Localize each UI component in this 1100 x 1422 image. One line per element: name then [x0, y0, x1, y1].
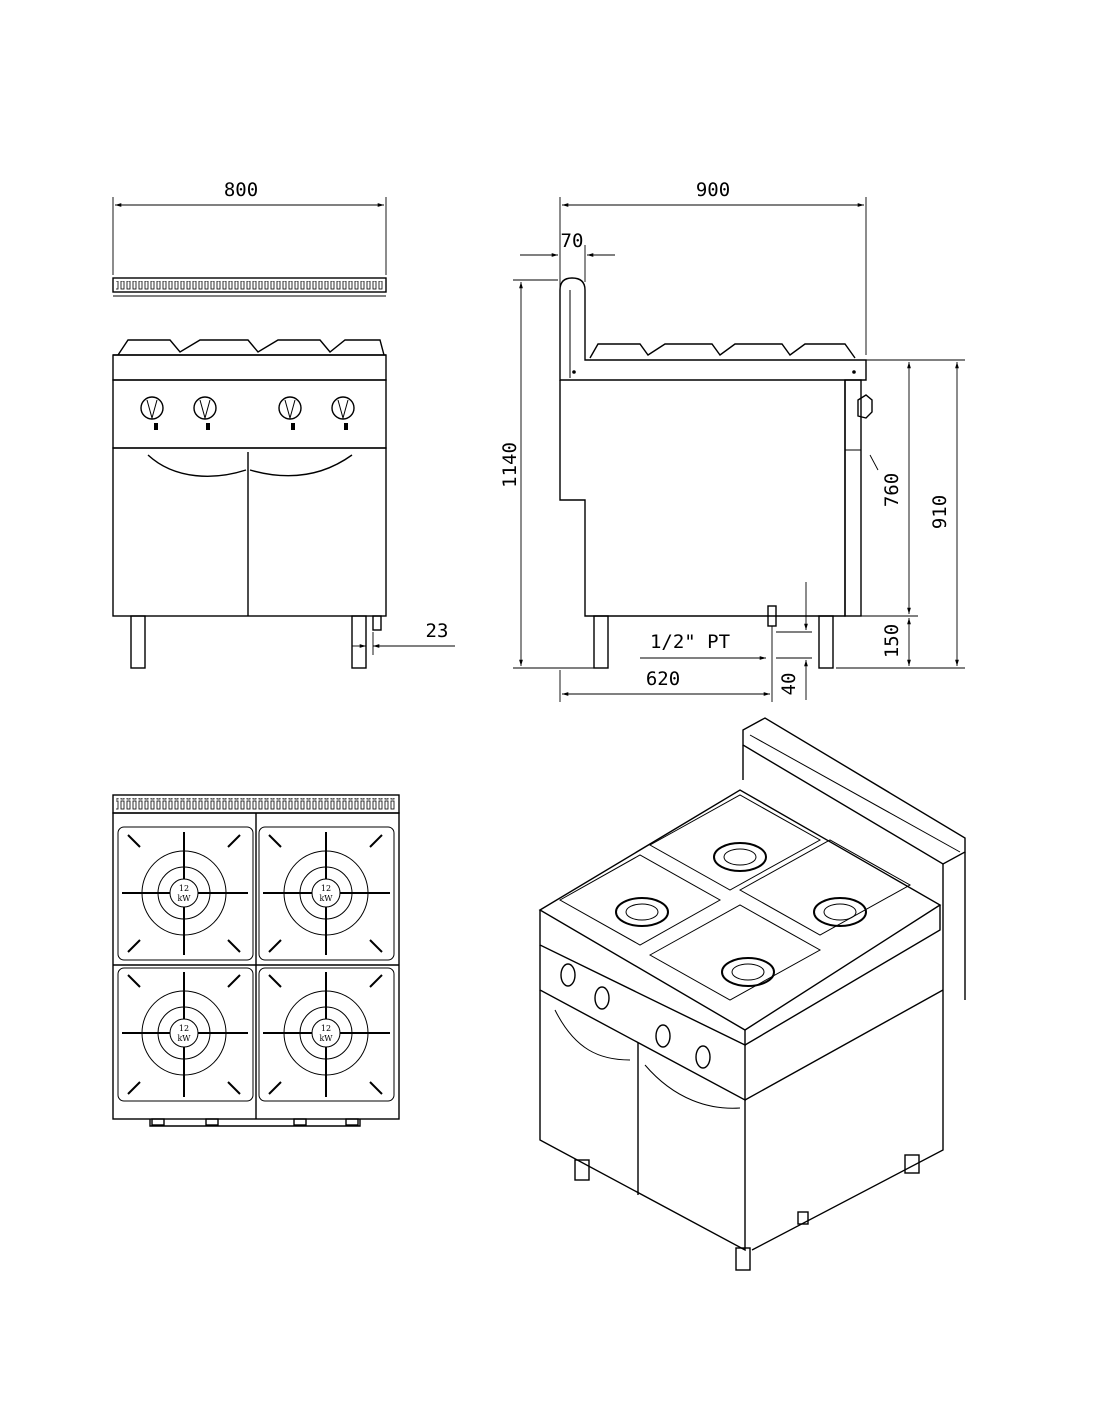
burner-top-right — [263, 832, 390, 955]
burner-power-value-4: 12 — [321, 1024, 331, 1033]
top-view: 12 kW 12 kW 12 kW 12 kW — [112, 794, 400, 1127]
front-knobs — [140, 396, 355, 430]
burner-power-value-3: 12 — [179, 1024, 189, 1033]
burner-power-unit-2: kW — [319, 894, 333, 903]
front-view: 800 — [112, 179, 455, 669]
gas-inlet-label: 1/2" PT — [650, 631, 730, 653]
gas-height-dimension: 760 — [881, 473, 903, 507]
side-view: 900 70 1140 910 760 — [499, 179, 965, 702]
burner-power-unit-4: kW — [319, 1034, 333, 1043]
backsplash-dimension: 70 — [561, 230, 584, 252]
burner-power-value-2: 12 — [321, 884, 331, 893]
side-depth-dimension: 900 — [696, 179, 730, 201]
burner-power-value-1: 12 — [179, 884, 189, 893]
isometric-view — [538, 717, 966, 1271]
gas-offset-dimension: 40 — [778, 673, 800, 696]
burner-bottom-left — [122, 972, 248, 1097]
burner-top-left — [122, 832, 248, 955]
front-width-dimension: 800 — [224, 179, 258, 201]
gas-depth-dimension: 620 — [646, 668, 680, 690]
burner-bottom-right — [263, 972, 390, 1097]
burner-power-unit-1: kW — [177, 894, 191, 903]
worktop-height-dimension: 910 — [929, 495, 951, 529]
total-height-dimension: 1140 — [499, 442, 521, 488]
foot-dimension: 23 — [426, 620, 449, 642]
burner-power-unit-3: kW — [177, 1034, 191, 1043]
leg-height-dimension: 150 — [881, 624, 903, 658]
